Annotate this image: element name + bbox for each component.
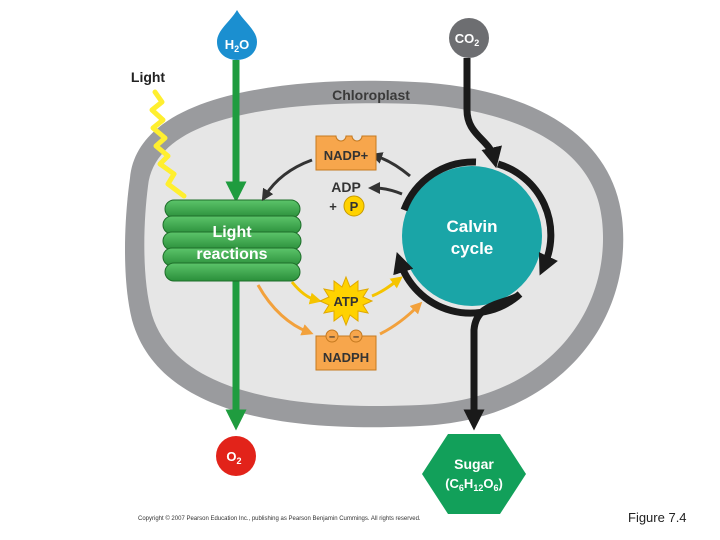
nadph-minus-right: – — [353, 331, 359, 343]
nadph-box — [315, 335, 377, 371]
nadph-electron-right — [349, 329, 363, 343]
chloroplast-label: Chloroplast — [332, 87, 410, 103]
water-drop-icon — [217, 10, 257, 60]
light-reactions-to-atp-arrow — [290, 281, 322, 305]
co2-to-calvin-arrow — [463, 58, 502, 169]
atp-label: ATP — [333, 294, 358, 309]
calvin-cycle-ring-top — [496, 160, 558, 276]
water-input: H2O — [217, 10, 257, 60]
oxygen-output: O2 — [216, 436, 256, 476]
light-reactions-thylakoid: Light reactions — [162, 199, 302, 282]
water-label: H2O — [225, 37, 250, 54]
nadp-to-light-reactions-arrow — [261, 158, 313, 202]
calvin-to-sugar-arrow — [463, 292, 520, 431]
atp-to-calvin-arrow — [371, 276, 403, 298]
oxygen-label: O2 — [226, 449, 241, 466]
atp-starburst — [318, 275, 374, 327]
sugar-output: Sugar (C6H12O6) — [422, 434, 526, 514]
sugar-hexagon — [422, 434, 526, 514]
phosphate-label: P — [350, 199, 359, 214]
light-reactions-to-nadph-arrow — [256, 284, 314, 336]
calvin-cycle-circle — [402, 166, 542, 306]
nadp-plus: NADP+ — [315, 135, 377, 171]
co2-label: CO2 — [455, 31, 480, 48]
calvin-cycle: Calvin cycle — [393, 158, 558, 317]
atp: ATP — [318, 275, 374, 327]
nadph-electron-left — [325, 329, 339, 343]
nadph-to-calvin-arrow — [379, 301, 423, 336]
light-label: Light — [131, 69, 166, 85]
calvin-cycle-ring-left — [400, 158, 477, 212]
oxygen-circle — [216, 436, 256, 476]
light-reactions-label-line1: Light — [212, 224, 252, 241]
calvin-to-adp-arrow — [368, 182, 403, 196]
nadph: – – NADPH — [315, 329, 377, 371]
nadp-plus-label: NADP+ — [324, 148, 369, 163]
adp-label: ADP — [331, 179, 361, 195]
calvin-cycle-label-line1: Calvin — [446, 217, 497, 236]
phosphate-circle — [343, 195, 365, 217]
nadph-minus-left: – — [329, 331, 335, 343]
co2-input: CO2 — [449, 18, 489, 58]
nadp-plus-box — [315, 135, 377, 171]
calvin-to-nadp-arrow — [370, 152, 411, 178]
copyright-notice: Copyright © 2007 Pearson Education Inc.,… — [138, 516, 421, 522]
calvin-cycle-label-line2: cycle — [451, 239, 494, 258]
light-input: Light — [131, 69, 187, 199]
adp-group: ADP + P — [329, 179, 365, 217]
adp-plus-sign: + — [329, 199, 337, 214]
sugar-label: Sugar — [454, 456, 494, 472]
light-reactions-label-line2: reactions — [196, 246, 267, 263]
figure-caption: Figure 7.4 — [628, 510, 687, 525]
sugar-formula: (C6H12O6) — [445, 476, 503, 493]
co2-circle — [449, 18, 489, 58]
light-wave — [149, 89, 187, 199]
nadph-label: NADPH — [323, 350, 369, 365]
